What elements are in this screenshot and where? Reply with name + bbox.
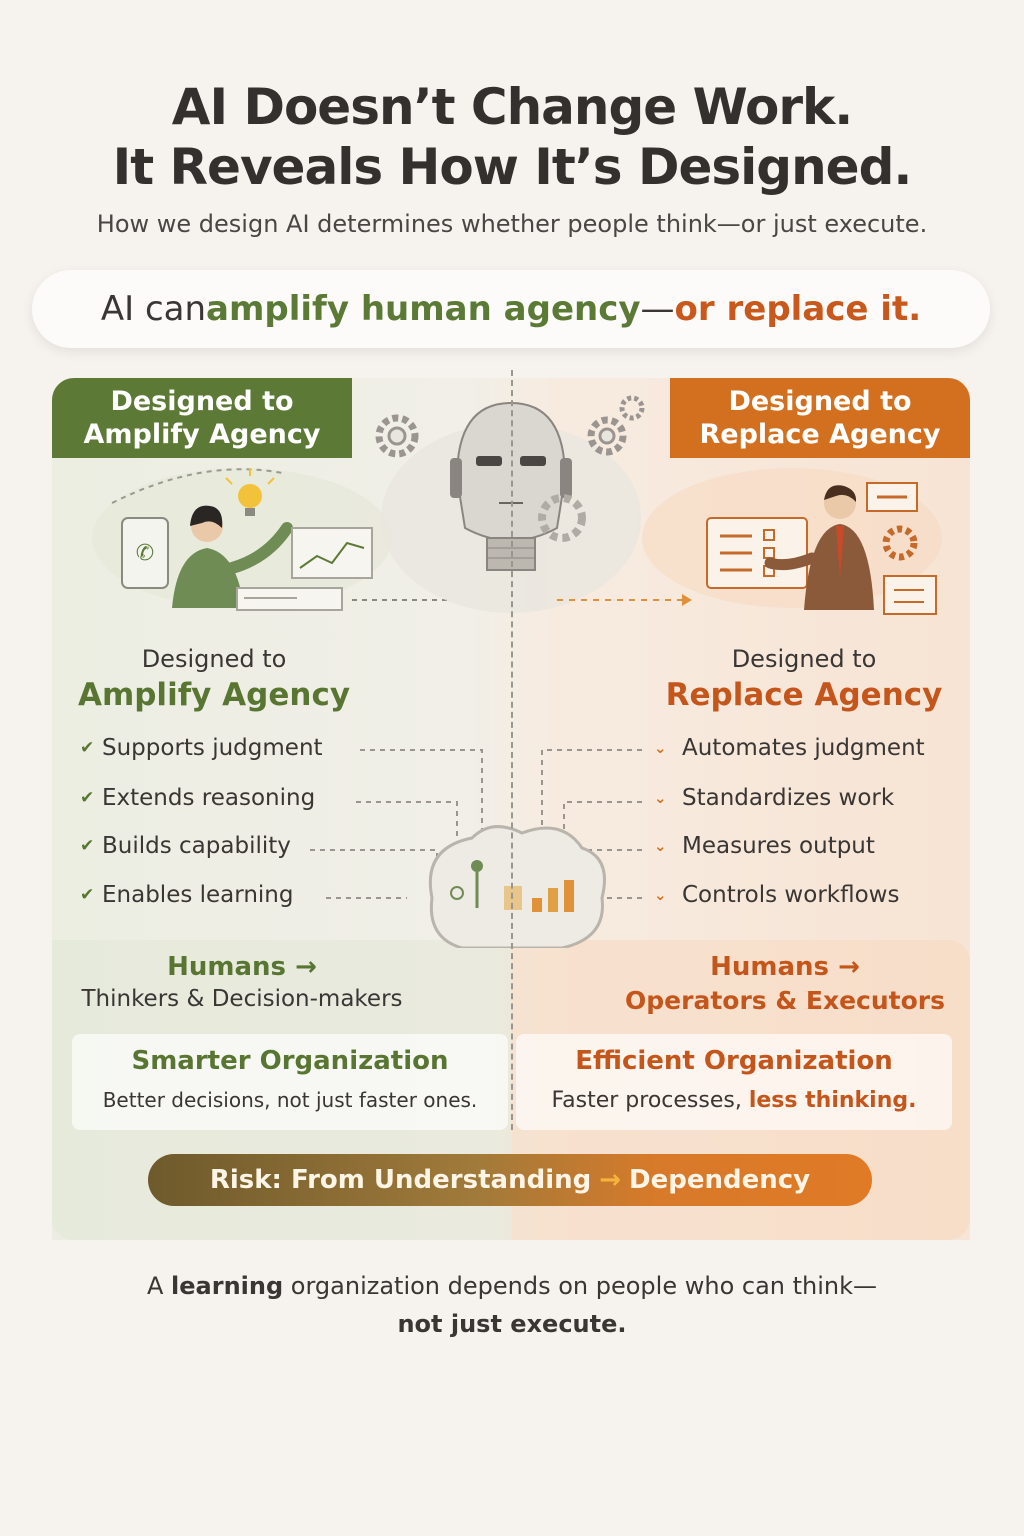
footer-text-c: organization depends on people who can t… <box>283 1272 878 1300</box>
list-item-label: Builds capability <box>102 833 291 859</box>
list-item: ✔ Extends reasoning <box>80 785 315 811</box>
left-column-heading: Designed to Amplify Agency <box>44 645 384 713</box>
left-header-text: Designed to Amplify Agency <box>83 386 321 450</box>
check-icon: ✔ <box>80 836 95 856</box>
phone-icon <box>121 517 169 589</box>
left-org-box: Smarter Organization Better decisions, n… <box>72 1034 508 1130</box>
list-item: ⌄ Standardizes work <box>654 785 894 811</box>
pill-text-amplify: amplify human agency <box>206 289 641 329</box>
chevron-down-icon: ⌄ <box>654 837 667 855</box>
list-item-label: Supports judgment <box>102 735 323 761</box>
list-item-label: Controls workflows <box>682 882 900 908</box>
risk-end: Dependency <box>629 1165 811 1195</box>
arrow-right-icon: → <box>599 1165 622 1195</box>
left-org-title: Smarter Organization <box>131 1046 449 1076</box>
chevron-down-icon: ⌄ <box>654 739 667 757</box>
lightbulb-icon <box>238 484 262 508</box>
brain-circuit-icon <box>428 825 606 948</box>
left-header-tab: Designed to Amplify Agency <box>52 378 352 458</box>
check-icon: ✔ <box>80 885 95 905</box>
page-title-line-2: It Reveals How It’s Designed. <box>112 138 913 196</box>
list-item-label: Measures output <box>682 833 875 859</box>
right-header-tab: Designed to Replace Agency <box>670 378 970 458</box>
footer-text-a: A <box>146 1272 172 1300</box>
left-humans-label: Humans <box>167 952 287 982</box>
page-title-line-1: AI Doesn’t Change Work. <box>171 78 854 136</box>
woman-illustration: ✆ <box>92 468 452 611</box>
right-humans-role: Humans → Operators & Executors <box>600 952 970 1015</box>
right-humans-label: Humans <box>710 952 830 982</box>
list-item: ✔ Builds capability <box>80 833 291 859</box>
right-designed-to: Designed to <box>731 645 877 673</box>
headline-pill: AI can amplify human agency — or replace… <box>32 270 990 348</box>
right-org-title: Efficient Organization <box>575 1046 893 1076</box>
list-item-label: Automates judgment <box>682 735 925 761</box>
chevron-down-icon: ⌄ <box>654 886 667 904</box>
right-role-text: Operators & Executors <box>625 986 945 1015</box>
list-item-label: Extends reasoning <box>102 785 316 811</box>
check-icon: ✔ <box>80 788 95 808</box>
right-org-desc-emphasis: less thinking. <box>748 1088 917 1113</box>
pill-text-dash: — <box>640 289 675 329</box>
chart-icon <box>291 527 373 579</box>
arrow-right-icon: → <box>295 952 317 982</box>
list-item-label: Enables learning <box>102 882 294 908</box>
check-icon: ✔ <box>80 738 95 758</box>
right-header-text: Designed to Replace Agency <box>699 386 941 450</box>
arrow-right-icon: → <box>838 952 860 982</box>
svg-text:✆: ✆ <box>136 541 154 566</box>
chevron-down-icon: ⌄ <box>654 789 667 807</box>
left-agency-title: Amplify Agency <box>77 677 351 713</box>
footer-line-2: not just execute. <box>397 1310 627 1338</box>
list-item: ⌄ Controls workflows <box>654 882 899 908</box>
right-org-desc: Faster processes, <box>551 1088 749 1113</box>
right-column-heading: Designed to Replace Agency <box>634 645 974 713</box>
list-item-label: Standardizes work <box>682 785 895 811</box>
page-subtitle: How we design AI determines whether peop… <box>96 210 928 238</box>
list-item: ⌄ Automates judgment <box>654 735 925 761</box>
right-agency-title: Replace Agency <box>665 677 943 713</box>
center-divider <box>511 370 513 1130</box>
pill-text-1: AI can <box>100 289 207 329</box>
pill-text-replace: or replace it. <box>674 289 922 329</box>
gear-icon <box>882 525 918 561</box>
risk-banner: Risk: From Understanding → Dependency <box>148 1154 872 1206</box>
footer-text-emphasis: learning <box>171 1272 284 1300</box>
risk-text: Risk: From Understanding <box>209 1165 592 1195</box>
list-item: ⌄ Measures output <box>654 833 875 859</box>
left-org-desc: Better decisions, not just faster ones. <box>102 1088 478 1112</box>
left-role-text: Thinkers & Decision-makers <box>81 986 403 1012</box>
right-org-box: Efficient Organization Faster processes,… <box>516 1034 952 1130</box>
list-item: ✔ Supports judgment <box>80 735 323 761</box>
businessman-illustration <box>557 468 942 615</box>
footer-line-1: A learning organization depends on peopl… <box>0 1272 1024 1300</box>
list-item: ✔ Enables learning <box>80 882 293 908</box>
left-designed-to: Designed to <box>141 645 287 673</box>
left-humans-role: Humans → Thinkers & Decision-makers <box>62 952 422 1012</box>
gear-icon <box>375 395 645 542</box>
